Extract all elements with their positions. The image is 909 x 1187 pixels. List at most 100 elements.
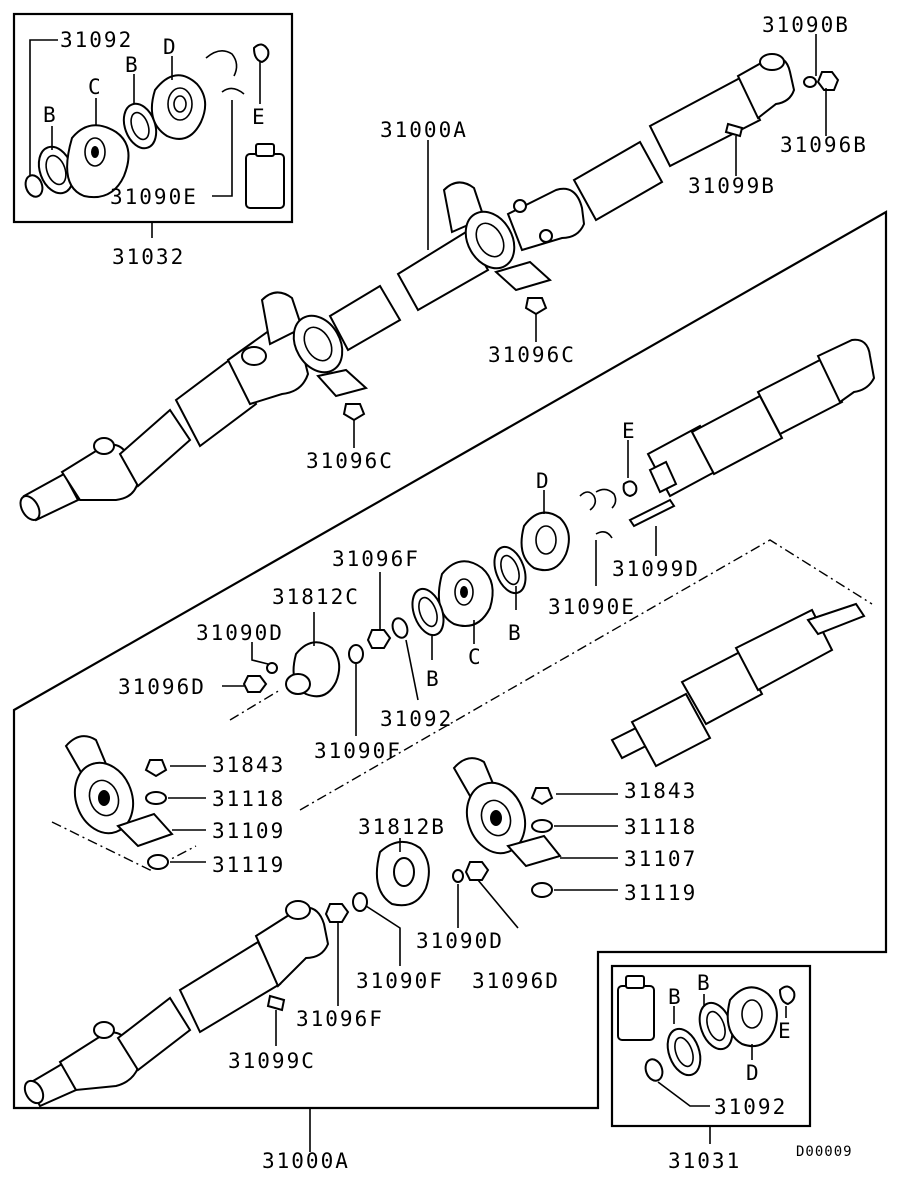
- label-b-bottom-right: B: [697, 971, 712, 995]
- tube-rear-2: [648, 76, 762, 168]
- bushing-31843-left: [144, 759, 168, 778]
- label-31119-right: 31119: [624, 881, 697, 905]
- label-e-exploded: E: [622, 419, 637, 443]
- bolt-31099c: [266, 994, 286, 1012]
- label-31118-right: 31118: [624, 815, 697, 839]
- center-bearing-1: [292, 314, 344, 374]
- upper-propeller-shaft: 31090B 31096B 31099B 31000A 31096C 31096…: [19, 13, 868, 522]
- rear-shaft-tube-3: [756, 358, 844, 436]
- label-d-exploded: D: [536, 469, 551, 493]
- label-31032: 31032: [112, 245, 185, 269]
- label-31096c-lower: 31096C: [306, 449, 394, 473]
- kit-31032-frame: [12, 12, 294, 224]
- nut-31090b: [803, 76, 817, 88]
- label-31099b: 31099B: [688, 174, 776, 198]
- washer-31090f-lower: [352, 892, 368, 912]
- left-center-bearing-group: 31843 31118 31109 31119: [64, 735, 285, 877]
- label-31119-left: 31119: [212, 853, 285, 877]
- label-31107: 31107: [624, 847, 697, 871]
- label-c-top: C: [88, 75, 103, 99]
- label-31812c: 31812C: [272, 585, 360, 609]
- lower-tube-1: [116, 996, 192, 1072]
- tube-front-1: [118, 408, 192, 488]
- label-b-exploded-left: B: [426, 667, 441, 691]
- label-31099c: 31099C: [228, 1049, 316, 1073]
- label-31109: 31109: [212, 819, 285, 843]
- label-31090f-lower: 31090F: [356, 969, 444, 993]
- label-31090b: 31090B: [762, 13, 850, 37]
- label-31096f-lower: 31096F: [296, 1007, 384, 1031]
- tube-middle-2: [396, 230, 490, 312]
- label-31099d: 31099D: [612, 557, 700, 581]
- tube-middle-1: [328, 284, 402, 352]
- rear-shaft-flange: [816, 338, 876, 404]
- label-31092-top: 31092: [60, 28, 133, 52]
- mid-u-joint-2: [506, 187, 586, 252]
- label-b-top-right: B: [125, 53, 140, 77]
- kit-31031-frame: [610, 964, 812, 1128]
- label-d-top: D: [163, 35, 178, 59]
- label-31843-right: 31843: [624, 779, 697, 803]
- clip-e-exploded: [622, 480, 638, 498]
- right-bearing-bracket-bottom: [506, 834, 562, 868]
- nut-31096d-lower: [464, 861, 490, 881]
- washer-31090d-exploded: [266, 662, 278, 674]
- washer-31090f-exploded: [348, 644, 364, 664]
- kit-31032: 31092 D B C B E 31090E 31032: [12, 12, 294, 269]
- label-b-exploded-right: B: [508, 621, 523, 645]
- left-bearing-bracket-bottom: [116, 812, 174, 848]
- label-31000a-top: 31000A: [380, 118, 468, 142]
- label-31843-left: 31843: [212, 753, 285, 777]
- rear-shaft-tube-2: [690, 394, 784, 476]
- exploded-components: E D 31099D 31096F 31090E 31812C B 31090D…: [51, 338, 876, 871]
- label-d-bottom: D: [746, 1061, 761, 1085]
- label-31096d-exploded: 31096D: [118, 675, 206, 699]
- label-31812b: 31812B: [358, 815, 446, 839]
- lower-propeller-shaft: 31812B 31090D 31096D 31090F 31096F 31099…: [23, 815, 558, 1173]
- bolt-31099d: [628, 498, 676, 528]
- grease-tube: [245, 153, 285, 209]
- label-31092-bottom: 31092: [714, 1095, 787, 1119]
- diagram-code: D00009: [796, 1144, 853, 1160]
- flange-d: [151, 74, 207, 140]
- label-31000a-bottom: 31000A: [262, 1149, 350, 1173]
- nut-31096d-exploded: [242, 675, 268, 693]
- flange-d-exploded: [520, 511, 570, 572]
- nut-31096f-lower: [324, 903, 350, 923]
- tube-front-2: [174, 356, 258, 448]
- label-31096b: 31096B: [780, 133, 868, 157]
- tube-rear-1: [572, 140, 664, 222]
- flange-d-bottom: [726, 986, 778, 1048]
- kit-31031: B B D E 31092 31031: [610, 964, 812, 1173]
- label-31118-left: 31118: [212, 787, 285, 811]
- bolt-31099b: [724, 122, 744, 138]
- label-31096c-upper: 31096C: [488, 343, 576, 367]
- label-31096f-exploded: 31096F: [332, 547, 420, 571]
- label-b-top-left: B: [43, 103, 58, 127]
- nut-31096c-upper: [524, 297, 548, 316]
- label-31090f-exploded: 31090F: [314, 739, 402, 763]
- washer-31118-left: [145, 791, 167, 805]
- washer-31090d-lower: [452, 869, 464, 883]
- front-shaft-tube-3: [734, 608, 834, 692]
- label-31090e-exploded: 31090E: [548, 595, 636, 619]
- center-bearing-2: [464, 210, 516, 270]
- label-c-exploded: C: [468, 645, 483, 669]
- label-31031: 31031: [668, 1149, 741, 1173]
- rear-shaft-threaded-end: [648, 460, 678, 494]
- grease-tube-bottom: [617, 985, 655, 1041]
- front-shaft-spline-rear: [806, 602, 866, 636]
- front-shaft-tube-2: [680, 650, 764, 726]
- bushing-31843-right: [530, 787, 554, 806]
- label-31090e-top: 31090E: [110, 185, 198, 209]
- label-31090d-exploded: 31090D: [196, 621, 284, 645]
- label-31092-exploded: 31092: [380, 707, 453, 731]
- nut-31096c-lower: [342, 403, 366, 422]
- label-e-bottom: E: [778, 1019, 793, 1043]
- washer-31119-left: [147, 854, 169, 870]
- assembly-outline-frame: [12, 210, 888, 1110]
- label-31090d-lower: 31090D: [416, 929, 504, 953]
- gasket-b-bottom-left: [666, 1027, 702, 1077]
